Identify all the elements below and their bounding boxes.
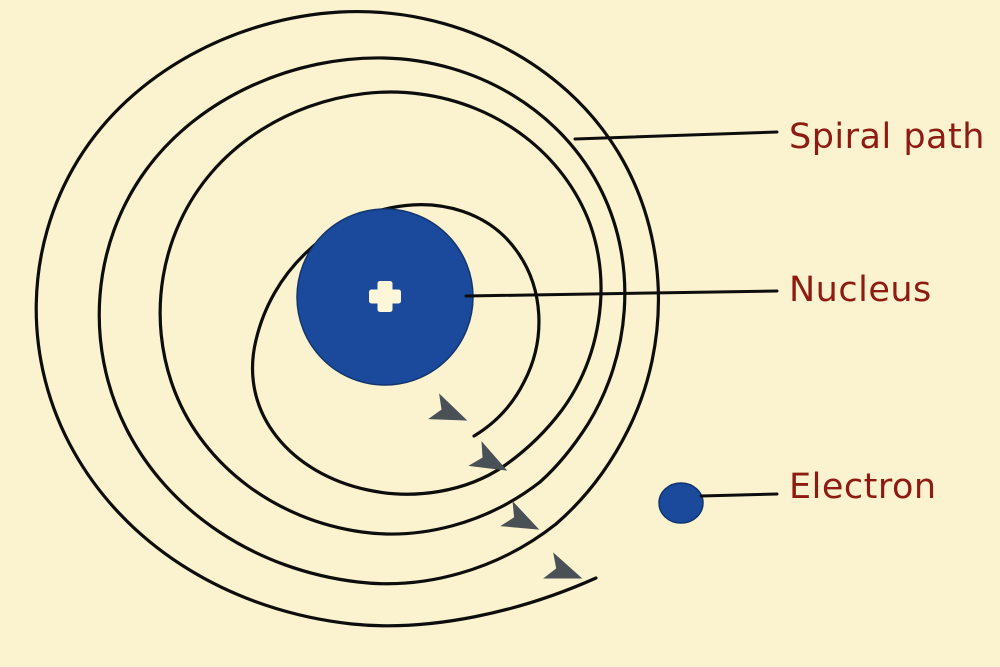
nucleus-plus-icon xyxy=(369,281,401,312)
label-spiral-path: Spiral path xyxy=(789,117,985,157)
label-electron: Electron xyxy=(789,467,937,507)
nucleus-leader-line xyxy=(464,289,779,298)
spiral-turn-outer xyxy=(34,9,660,628)
arrowhead-icon-3 xyxy=(501,501,545,542)
electron-group xyxy=(658,482,704,524)
spiral-turn-2 xyxy=(97,56,627,586)
spiral-direction-arrows xyxy=(429,394,587,591)
spiral-turn-3 xyxy=(158,90,603,536)
spiral-path-group xyxy=(34,9,660,628)
electron-leader-line xyxy=(699,492,779,498)
spiral-path-leader-line xyxy=(573,130,779,141)
arrowhead-icon-1 xyxy=(429,394,472,433)
electron-circle xyxy=(658,482,704,524)
leader-lines-group xyxy=(464,130,779,498)
nucleus-group xyxy=(296,208,474,386)
label-nucleus: Nucleus xyxy=(789,270,932,310)
